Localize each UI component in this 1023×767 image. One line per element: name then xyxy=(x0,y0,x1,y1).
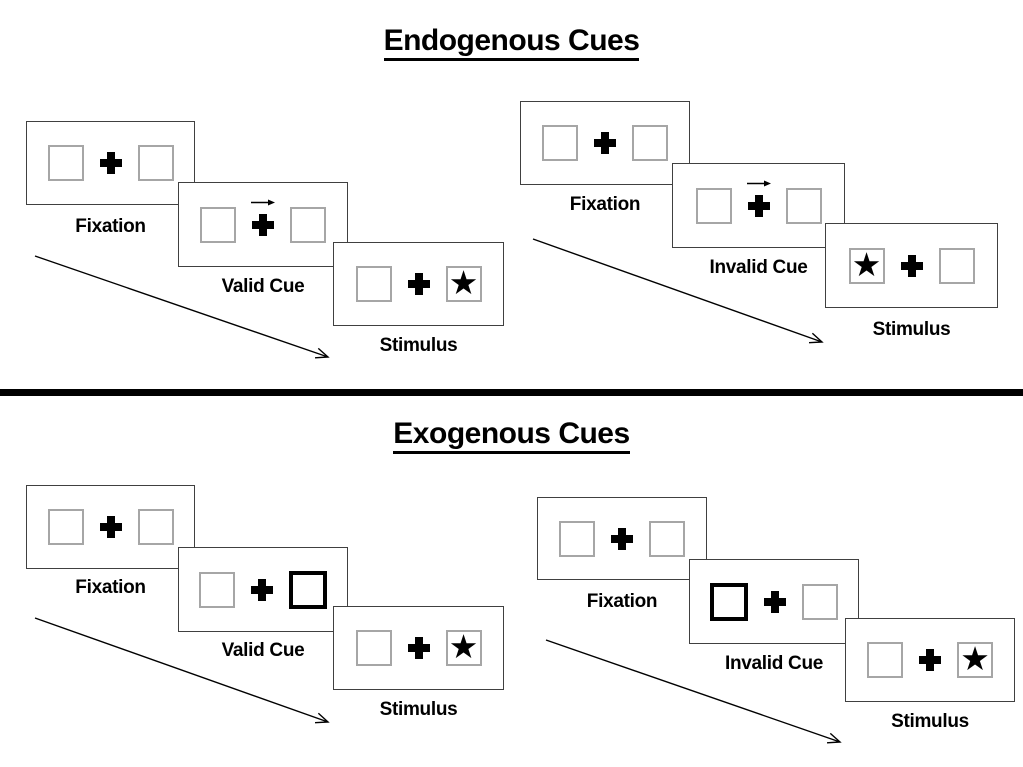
left-box xyxy=(695,187,732,224)
left-box xyxy=(355,630,392,666)
panel-label: Invalid Cue xyxy=(709,257,808,278)
invalid-cue-panel xyxy=(672,163,845,248)
left-box xyxy=(559,520,595,557)
stimulus-panel: ★ xyxy=(333,242,504,326)
section-divider xyxy=(0,389,1023,396)
valid-cue-panel xyxy=(178,547,348,632)
arrow-endogenous-valid xyxy=(34,255,330,359)
fixation-cross-icon xyxy=(919,649,941,671)
right-box xyxy=(938,247,975,284)
fixation-panel xyxy=(26,485,195,569)
endogenous-section-title: Endogenous Cues xyxy=(0,24,1023,61)
left-box xyxy=(200,206,236,243)
panel-label: Fixation xyxy=(75,577,146,598)
right-box xyxy=(137,145,174,181)
panel-label: Valid Cue xyxy=(221,276,305,297)
stimulus-panel: ★ xyxy=(333,606,504,690)
fixation-cross-icon xyxy=(611,527,633,550)
panel-label: Stimulus xyxy=(379,335,458,356)
panel-label: Fixation xyxy=(586,591,658,612)
fixation-cross-icon xyxy=(407,273,430,295)
exogenous-section-title: Exogenous Cues xyxy=(0,417,1023,454)
fixation-cross-icon xyxy=(99,516,122,538)
fixation-cross-icon xyxy=(99,152,122,174)
right-box-with-star: ★ xyxy=(445,264,482,302)
exogenous-title-text: Exogenous Cues xyxy=(393,417,630,454)
arrow-endogenous-invalid xyxy=(532,238,824,344)
fixation-cross-icon xyxy=(764,590,786,613)
fixation-panel xyxy=(537,497,707,580)
endogenous-title-text: Endogenous Cues xyxy=(383,24,640,61)
star-stimulus-icon: ★ xyxy=(448,628,479,665)
star-stimulus-icon: ★ xyxy=(960,640,990,677)
right-box xyxy=(802,583,838,620)
fixation-cross-icon xyxy=(251,578,273,601)
fixation-cross-icon xyxy=(594,132,616,154)
fixation-cross-icon xyxy=(900,254,923,277)
panel-label: Valid Cue xyxy=(221,640,305,661)
right-box xyxy=(649,520,685,557)
panel-label: Stimulus xyxy=(379,699,458,720)
right-box-with-star: ★ xyxy=(957,642,993,678)
right-box xyxy=(290,206,326,243)
fixation-cross-icon xyxy=(746,180,771,217)
right-arrow-cue-icon xyxy=(746,180,771,186)
star-stimulus-icon: ★ xyxy=(448,264,479,301)
left-box-with-star: ★ xyxy=(848,245,885,284)
panel-label: Invalid Cue xyxy=(724,653,824,674)
panel-label: Fixation xyxy=(75,216,146,237)
panel-label: Fixation xyxy=(569,194,641,215)
fixation-cross-icon xyxy=(251,199,275,236)
valid-cue-panel xyxy=(178,182,348,267)
panel-label: Stimulus xyxy=(891,711,969,732)
right-box xyxy=(137,509,174,545)
left-box xyxy=(355,266,392,302)
left-box xyxy=(47,509,84,545)
left-box xyxy=(542,125,578,161)
invalid-cue-panel xyxy=(689,559,859,644)
right-box-with-star: ★ xyxy=(445,628,482,666)
arrow-exogenous-valid xyxy=(34,617,330,724)
left-box-highlight-cue xyxy=(710,582,748,621)
fixation-cross-icon xyxy=(407,637,430,659)
stimulus-panel: ★ xyxy=(825,223,998,308)
panel-label: Stimulus xyxy=(872,319,951,340)
star-stimulus-icon: ★ xyxy=(851,245,882,283)
right-box xyxy=(785,187,822,224)
left-box xyxy=(867,642,903,678)
right-box xyxy=(632,125,668,161)
stimulus-panel: ★ xyxy=(845,618,1015,702)
arrow-exogenous-invalid xyxy=(545,639,842,744)
fixation-panel xyxy=(26,121,195,205)
left-box xyxy=(47,145,84,181)
right-arrow-cue-icon xyxy=(251,199,275,205)
right-box-highlight-cue xyxy=(289,570,327,609)
fixation-panel xyxy=(520,101,690,185)
left-box xyxy=(199,571,235,608)
